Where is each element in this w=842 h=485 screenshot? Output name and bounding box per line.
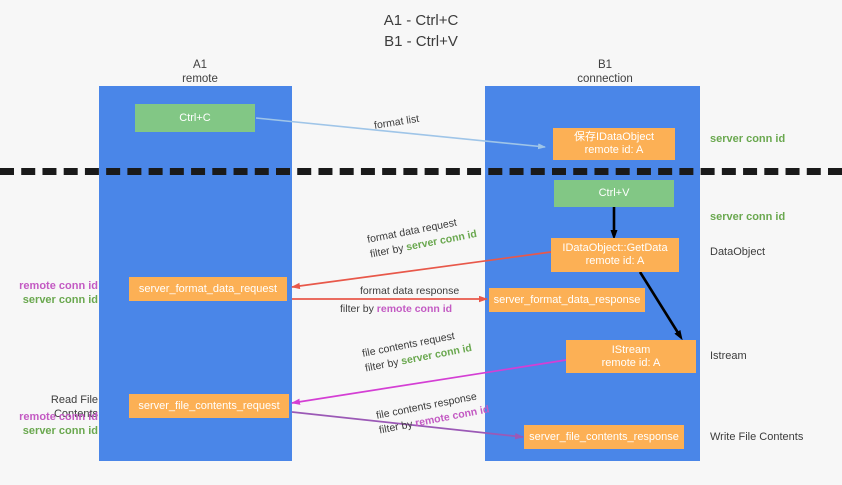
annotation-format-list-text: format list bbox=[373, 112, 420, 132]
box-server-format-data-response-label: server_format_data_response bbox=[493, 293, 641, 306]
right-label-write-file-contents: Write File Contents bbox=[710, 431, 804, 443]
annotation-format-data-response-filter: filter by remote conn id bbox=[340, 302, 459, 317]
box-server-file-contents-request-label: server_file_contents_request bbox=[138, 399, 280, 412]
lane-header-b1-name: B1 bbox=[597, 59, 613, 71]
annotation-file-contents-response: file contents response filter by remote … bbox=[375, 388, 491, 439]
left-label-server-conn-id-1: server conn id bbox=[22, 294, 98, 306]
box-idataobject[interactable]: 保存IDataObject remote id: A bbox=[553, 128, 675, 160]
title-line-1: A1 - Ctrl+C bbox=[383, 12, 459, 29]
phase-divider bbox=[0, 168, 842, 175]
box-server-format-data-response[interactable]: server_format_data_response bbox=[489, 288, 645, 312]
left-label-conn-pair-2: remote conn id server conn id bbox=[8, 410, 98, 438]
left-label-remote-conn-id-2: remote conn id bbox=[19, 411, 98, 423]
lane-header-b1: B1 connection bbox=[540, 58, 670, 86]
right-label-server-conn-id-2: server conn id bbox=[710, 211, 786, 223]
left-label-conn-pair-1: remote conn id server conn id bbox=[8, 279, 98, 307]
box-ctrl-c[interactable]: Ctrl+C bbox=[135, 104, 255, 132]
filter-value-remote-conn-id: remote conn id bbox=[376, 303, 453, 315]
right-label-istream: Istream bbox=[710, 350, 747, 362]
annotation-format-data-response-text: format data response bbox=[360, 285, 460, 297]
box-server-format-data-request[interactable]: server_format_data_request bbox=[129, 277, 287, 301]
left-label-remote-conn-id-1: remote conn id bbox=[19, 280, 98, 292]
box-server-file-contents-response[interactable]: server_file_contents_response bbox=[524, 425, 684, 449]
left-label-read-file-contents: Read File Contents bbox=[50, 394, 98, 420]
lane-header-b1-sub: connection bbox=[577, 73, 633, 85]
box-istream-line1: IStream bbox=[611, 343, 651, 356]
annotation-file-contents-request: file contents request filter by server c… bbox=[361, 326, 473, 376]
left-label-server-conn-id-2: server conn id bbox=[22, 425, 98, 437]
box-istream[interactable]: IStream remote id: A bbox=[566, 340, 696, 373]
box-getdata-line2: remote id: A bbox=[585, 255, 645, 267]
box-idataobject-line1: 保存IDataObject bbox=[573, 131, 655, 143]
box-server-format-data-request-label: server_format_data_request bbox=[138, 282, 278, 295]
lane-header-a1-name: A1 bbox=[192, 59, 208, 71]
right-label-dataobject: DataObject bbox=[710, 246, 766, 258]
annotation-format-data-response: format data response filter by remote co… bbox=[340, 284, 460, 317]
title-line-2: B1 - Ctrl+V bbox=[384, 33, 458, 50]
annotation-format-data-request: format data request filter by server con… bbox=[366, 212, 478, 262]
box-idataobject-line2: remote id: A bbox=[584, 144, 644, 156]
filter-prefix: filter by bbox=[340, 303, 377, 315]
box-ctrl-v-label: Ctrl+V bbox=[598, 187, 630, 199]
box-getdata-line1: IDataObject::GetData bbox=[562, 242, 668, 254]
box-server-file-contents-request[interactable]: server_file_contents_request bbox=[129, 394, 289, 418]
lane-header-a1: A1 remote bbox=[140, 58, 260, 86]
box-ctrl-c-label: Ctrl+C bbox=[179, 111, 211, 124]
annotation-format-list: format list bbox=[373, 112, 420, 134]
box-istream-line2: remote id: A bbox=[601, 356, 661, 369]
box-server-file-contents-response-label: server_file_contents_response bbox=[529, 430, 679, 443]
box-ctrl-v[interactable]: Ctrl+V bbox=[554, 180, 674, 207]
page-title: A1 - Ctrl+C B1 - Ctrl+V bbox=[0, 10, 842, 52]
box-idataobject-getdata[interactable]: IDataObject::GetData remote id: A bbox=[551, 238, 679, 272]
right-label-server-conn-id-1: server conn id bbox=[710, 133, 786, 145]
lane-header-a1-sub: remote bbox=[182, 73, 218, 85]
